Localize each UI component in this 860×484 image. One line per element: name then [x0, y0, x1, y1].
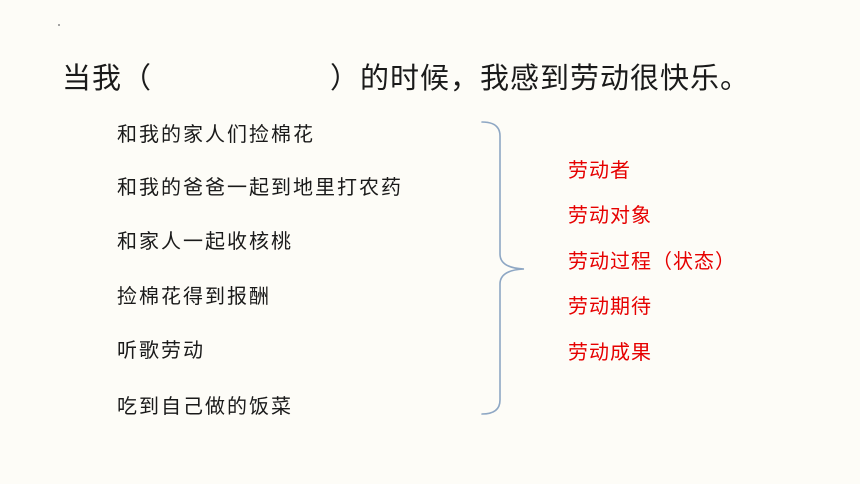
example-item: 听歌劳动 [117, 338, 205, 362]
title-after: ）的时候，我感到劳动很快乐。 [330, 61, 751, 95]
title-before: 当我（ [62, 61, 153, 95]
page-title: 当我（ ）的时候，我感到劳动很快乐。 [62, 58, 750, 98]
category-item: 劳动过程（状态） [568, 249, 736, 273]
category-item: 劳动期待 [568, 294, 652, 318]
example-item: 捡棉花得到报酬 [117, 284, 271, 308]
example-item: 吃到自己做的饭菜 [117, 394, 293, 418]
decorative-dot [58, 24, 60, 26]
category-item: 劳动对象 [568, 203, 652, 227]
example-item: 和家人一起收核桃 [117, 229, 293, 253]
example-item: 和我的爸爸一起到地里打农药 [117, 175, 403, 199]
curly-brace-icon [481, 121, 525, 415]
category-item: 劳动者 [568, 158, 631, 182]
example-item: 和我的家人们捡棉花 [117, 122, 315, 146]
category-item: 劳动成果 [568, 340, 652, 364]
